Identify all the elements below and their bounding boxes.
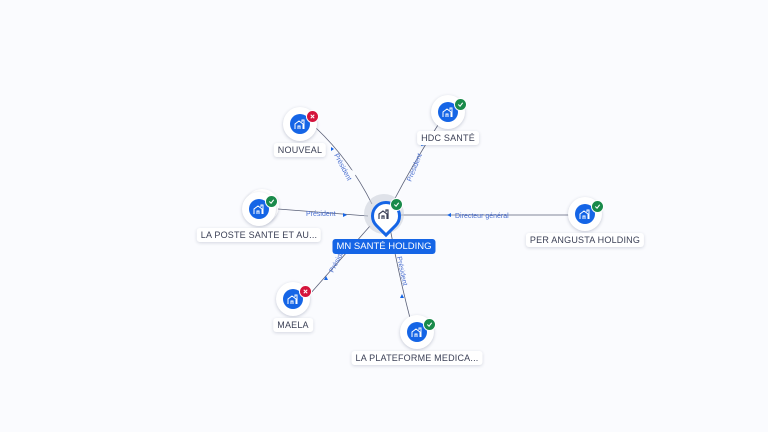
inactive-badge-icon bbox=[306, 110, 319, 123]
edge-label-hdc: Président bbox=[406, 153, 424, 183]
active-badge-icon bbox=[423, 318, 436, 331]
building-icon bbox=[283, 289, 303, 309]
node-label: HDC SANTÉ bbox=[417, 131, 479, 145]
edge-plateforme bbox=[389, 227, 411, 319]
edge-arrow-nouveal bbox=[331, 147, 334, 151]
active-badge-icon bbox=[591, 200, 604, 213]
building-icon bbox=[407, 322, 427, 342]
edge-maela bbox=[309, 225, 371, 295]
node-label: LA POSTE SANTE ET AU... bbox=[196, 228, 322, 242]
edge-laposte bbox=[277, 208, 369, 217]
edge-arrow-laposte bbox=[343, 213, 347, 217]
building-icon bbox=[378, 209, 389, 219]
edge-nouveal bbox=[315, 127, 373, 205]
edge-arrow-perangusta bbox=[447, 213, 451, 217]
inactive-badge-icon bbox=[299, 285, 312, 298]
node-label: LA PLATEFORME MEDICA... bbox=[351, 351, 483, 365]
edge-label-perangusta: Directeur général bbox=[455, 213, 509, 220]
building-icon bbox=[249, 199, 269, 219]
building-icon bbox=[438, 102, 458, 122]
node-label: PER ANGUSTA HOLDING bbox=[525, 233, 645, 247]
edge-label-laposte: Président bbox=[306, 211, 336, 218]
building-icon bbox=[290, 114, 310, 134]
active-badge-icon bbox=[265, 195, 278, 208]
node-label: NOUVEAL bbox=[273, 143, 327, 157]
edge-label-plateforme: Président bbox=[395, 256, 408, 286]
building-icon bbox=[575, 204, 595, 224]
center-label: MN SANTÉ HOLDING bbox=[332, 239, 436, 254]
edge-arrow-plateforme bbox=[400, 294, 404, 298]
edge-hdc bbox=[391, 121, 441, 205]
node-label: MAELA bbox=[273, 318, 313, 332]
edge-arrow-maela bbox=[324, 276, 328, 280]
active-badge-icon bbox=[454, 98, 467, 111]
active-badge-icon bbox=[390, 198, 403, 211]
